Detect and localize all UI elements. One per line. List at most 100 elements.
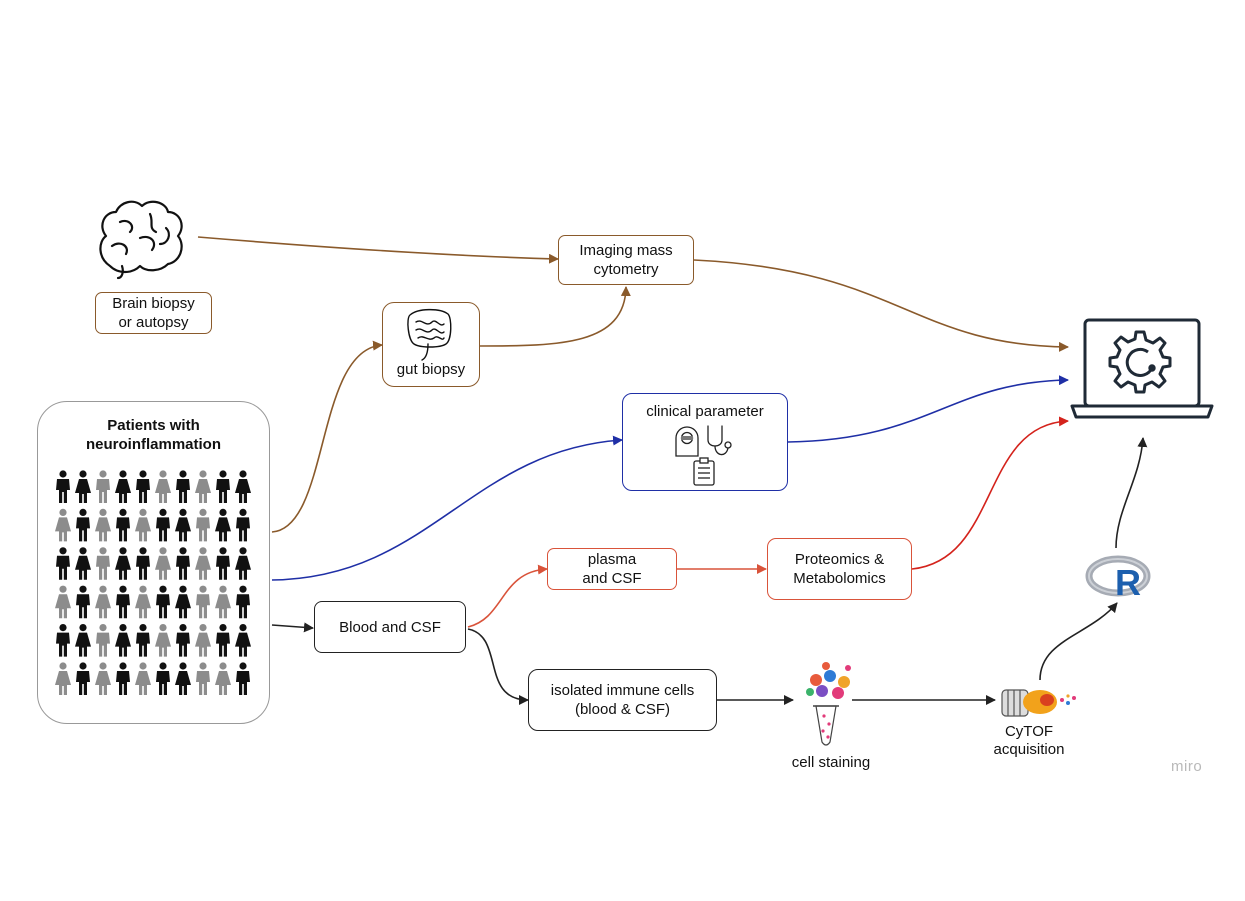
arrow-r-to-laptop: [1115, 437, 1148, 549]
brain-biopsy-box: Brain biopsy or autopsy: [95, 292, 212, 334]
mri-scanner-icon: [675, 426, 699, 457]
person-icon: [176, 547, 190, 580]
plasma-csf-label: plasma and CSF: [582, 551, 642, 587]
person-icon: [115, 547, 131, 580]
clinical-parameter-label: clinical parameter: [646, 403, 764, 420]
imaging-mass-cytometry-label: Imaging mass cytometry: [579, 242, 673, 278]
person-icon: [195, 547, 211, 580]
gut-biopsy-label: gut biopsy: [396, 361, 466, 378]
r-logo-icon: R: [1085, 555, 1151, 603]
person-icon: [196, 585, 210, 619]
imaging-mass-cytometry-box: Imaging mass cytometry: [558, 235, 694, 285]
person-icon: [136, 470, 150, 503]
clipboard-icon: [693, 457, 715, 486]
person-icon: [235, 624, 251, 657]
person-icon: [156, 508, 170, 542]
person-icon: [136, 547, 150, 580]
arrow-imc-to-laptop: [693, 259, 1069, 352]
person-icon: [75, 470, 91, 503]
person-icon: [116, 662, 130, 695]
person-icon: [55, 662, 71, 695]
person-icon: [216, 624, 230, 657]
laptop-icon: [1070, 318, 1214, 419]
blood-csf-label: Blood and CSF: [339, 618, 441, 636]
blood-csf-box: Blood and CSF: [314, 601, 466, 653]
person-icon: [175, 585, 191, 619]
patients-panel: Patients with neuroinflammation: [37, 401, 270, 724]
arrow-patients-to-gut: [271, 340, 383, 533]
person-icon: [75, 547, 91, 580]
arrow-patients-to-clinical: [271, 435, 623, 581]
person-icon: [176, 470, 190, 503]
miro-watermark: miro: [1171, 758, 1203, 775]
person-icon: [216, 470, 230, 503]
person-icon: [55, 585, 71, 619]
person-icon: [235, 470, 251, 503]
person-icon: [136, 624, 150, 657]
person-icon: [116, 585, 130, 619]
person-icon: [76, 585, 90, 619]
arrow-cytof-to-r: [1039, 602, 1118, 681]
cytof-machine-icon: [1001, 689, 1076, 717]
person-icon: [195, 624, 211, 657]
person-icon: [116, 508, 130, 542]
plasma-csf-box: plasma and CSF: [547, 548, 677, 590]
person-icon: [215, 508, 231, 542]
person-icon: [135, 508, 151, 542]
arrow-blood-to-isolated: [467, 628, 529, 705]
person-icon: [215, 662, 231, 695]
person-icon: [76, 662, 90, 695]
arrow-brain-to-imc: [197, 236, 559, 264]
person-icon: [95, 508, 111, 542]
brain-biopsy-label: Brain biopsy or autopsy: [112, 295, 195, 331]
person-icon: [95, 585, 111, 619]
stethoscope-icon: [707, 425, 732, 456]
person-icon: [96, 624, 110, 657]
arrow-clinical-to-laptop: [787, 375, 1069, 443]
arrow-proteomics-to-laptop: [911, 416, 1069, 570]
person-icon: [75, 624, 91, 657]
cytof-acquisition-label: CyTOF acquisition: [993, 723, 1065, 758]
cell-staining-label: cell staining: [791, 754, 871, 771]
person-icon: [56, 547, 70, 580]
person-icon: [236, 585, 250, 619]
person-icon: [115, 470, 131, 503]
proteomics-metabolomics-box: Proteomics & Metabolomics: [767, 538, 912, 600]
person-icon: [115, 624, 131, 657]
person-icon: [235, 547, 251, 580]
person-icon: [196, 508, 210, 542]
person-icon: [156, 662, 170, 695]
r-logo-letter: R: [1115, 562, 1141, 603]
intestine-icon: [407, 308, 452, 361]
person-icon: [176, 624, 190, 657]
person-icon: [155, 470, 171, 503]
isolated-immune-cells-label: isolated immune cells (blood & CSF): [550, 682, 695, 718]
person-icon: [215, 585, 231, 619]
patients-title: Patients with neuroinflammation: [85, 417, 221, 453]
brain-icon: [99, 200, 183, 280]
person-icon: [155, 547, 171, 580]
arrow-gut-to-imc: [479, 286, 631, 347]
person-icon: [155, 624, 171, 657]
person-icon: [236, 662, 250, 695]
gear-icon: [1108, 330, 1172, 394]
person-icon: [135, 662, 151, 695]
person-icon: [95, 662, 111, 695]
person-icon: [56, 624, 70, 657]
arrow-patients-to-blood: [271, 622, 314, 633]
person-icon: [175, 508, 191, 542]
person-icon: [76, 508, 90, 542]
arrow-blood-to-plasma: [467, 564, 548, 628]
person-icon: [96, 470, 110, 503]
gut-biopsy-box: gut biopsy: [382, 302, 480, 387]
proteomics-metabolomics-label: Proteomics & Metabolomics: [793, 551, 886, 587]
clinical-parameter-box: clinical parameter: [622, 393, 788, 491]
person-icon: [55, 508, 71, 542]
person-icon: [216, 547, 230, 580]
patient-population-grid: [55, 470, 251, 695]
person-icon: [196, 662, 210, 695]
person-icon: [195, 470, 211, 503]
person-icon: [96, 547, 110, 580]
isolated-immune-cells-box: isolated immune cells (blood & CSF): [528, 669, 717, 731]
